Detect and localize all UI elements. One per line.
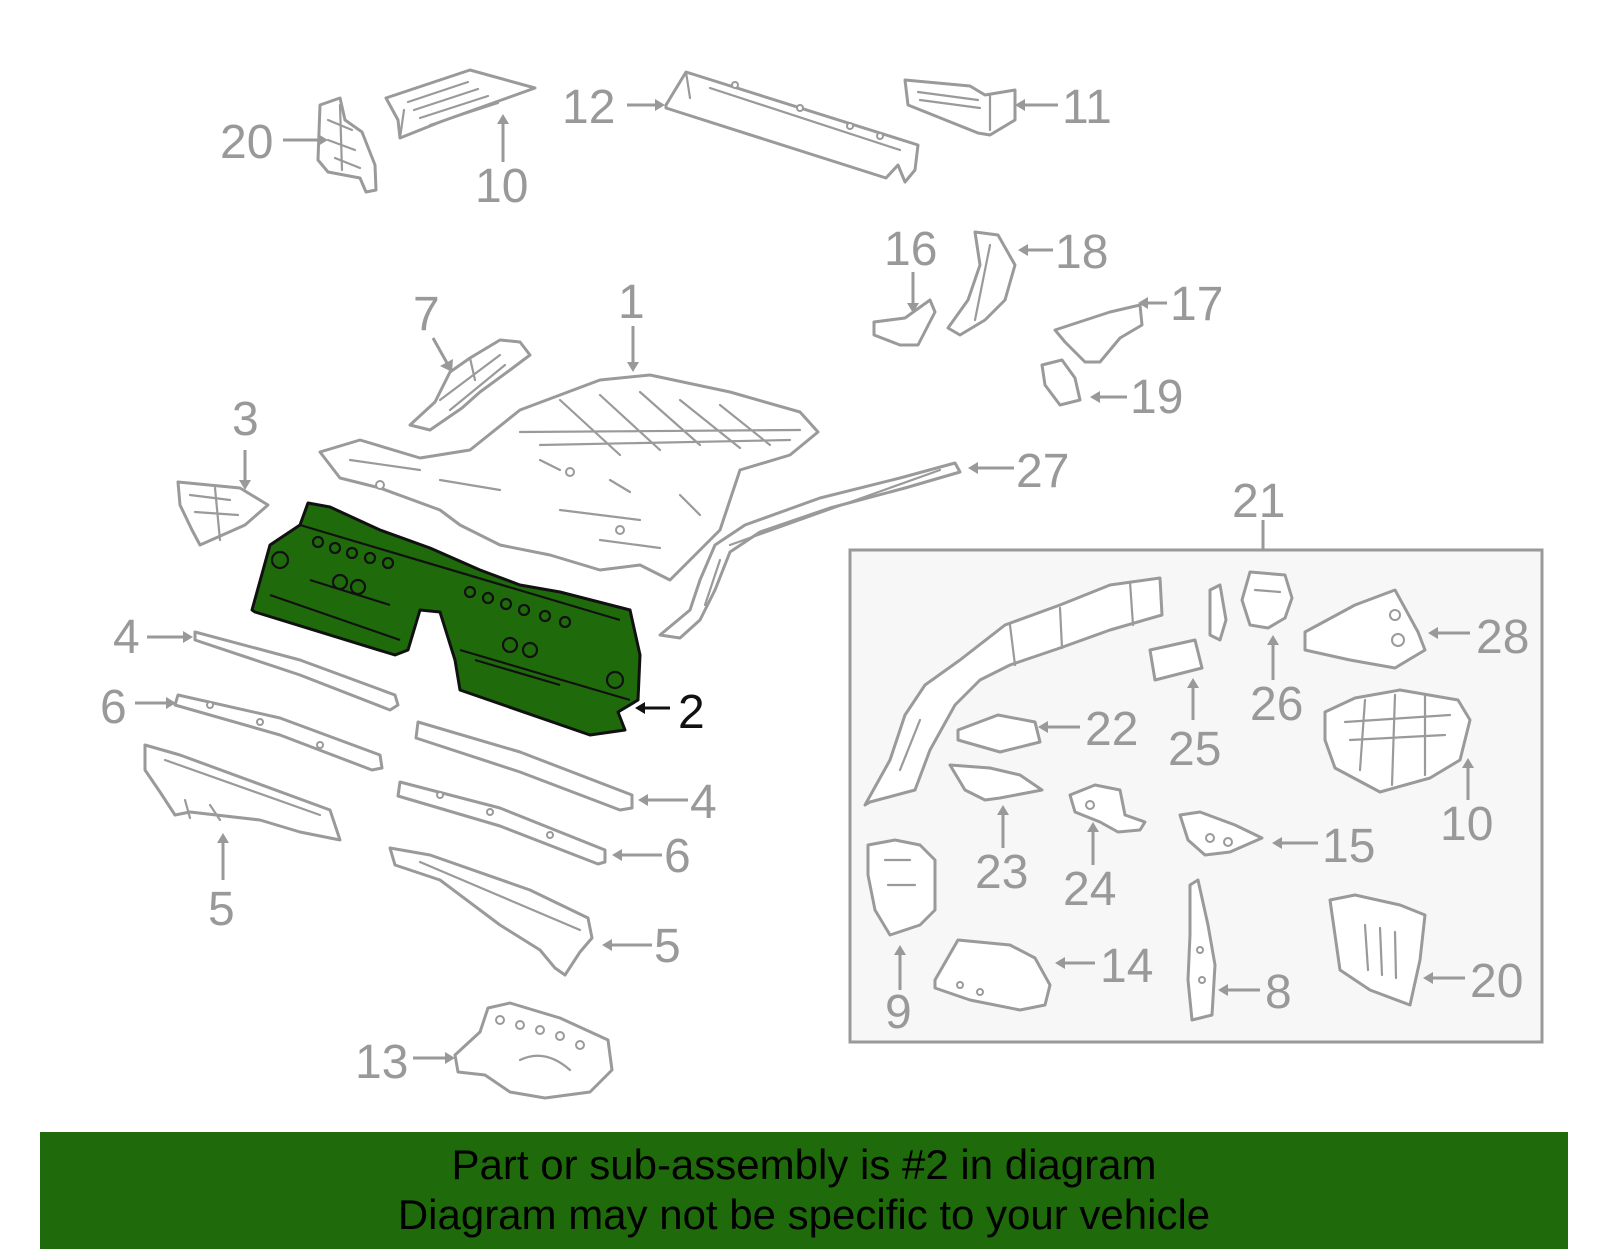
part-4-left-rail[interactable] bbox=[193, 630, 400, 712]
part-14-bracket[interactable] bbox=[933, 938, 1052, 1012]
part-7-bracket[interactable] bbox=[408, 338, 532, 432]
callout-3[interactable]: 3 bbox=[232, 393, 259, 446]
callout-13[interactable]: 13 bbox=[355, 1036, 408, 1089]
part-4-right-rail[interactable] bbox=[414, 720, 634, 812]
part-21-frame-rail[interactable] bbox=[863, 576, 1164, 807]
callout-23[interactable]: 23 bbox=[975, 846, 1028, 899]
part-12-crossbar[interactable] bbox=[664, 70, 920, 184]
part-24-bracket[interactable] bbox=[1068, 783, 1147, 834]
part-22-plate[interactable] bbox=[956, 713, 1042, 754]
part-16-bracket[interactable] bbox=[872, 298, 937, 347]
callout-14[interactable]: 14 bbox=[1100, 940, 1153, 993]
callout-11[interactable]: 11 bbox=[1062, 81, 1112, 134]
part-15-bracket[interactable] bbox=[1178, 810, 1264, 857]
part-8-panel[interactable] bbox=[1186, 878, 1217, 1022]
part-10-box-tray[interactable] bbox=[1323, 688, 1472, 794]
callout-6-left[interactable]: 6 bbox=[100, 681, 127, 734]
callout-16[interactable]: 16 bbox=[884, 223, 937, 276]
info-banner: Part or sub-assembly is #2 in diagram Di… bbox=[40, 1132, 1568, 1249]
callout-12[interactable]: 12 bbox=[562, 81, 615, 134]
part-small-strip[interactable] bbox=[1208, 583, 1228, 642]
callout-2[interactable]: 2 bbox=[678, 686, 705, 739]
callout-8[interactable]: 8 bbox=[1265, 966, 1292, 1019]
part-20-box-panel[interactable] bbox=[1328, 893, 1427, 1007]
callout-1[interactable]: 1 bbox=[618, 276, 645, 329]
banner-line-part: Part or sub-assembly is #2 in diagram bbox=[451, 1141, 1157, 1188]
part-6-right-rail[interactable] bbox=[396, 780, 607, 866]
part-13-bracket[interactable] bbox=[453, 1001, 614, 1100]
banner-line-disclaimer: Diagram may not be specific to your vehi… bbox=[397, 1191, 1211, 1238]
callout-5-left[interactable]: 5 bbox=[208, 883, 235, 936]
callout-4-left[interactable]: 4 bbox=[113, 611, 140, 664]
part-28-bracket[interactable] bbox=[1303, 588, 1427, 670]
callout-5-right[interactable]: 5 bbox=[654, 920, 681, 973]
callout-7[interactable]: 7 bbox=[413, 288, 440, 341]
callout-17[interactable]: 17 bbox=[1170, 278, 1223, 331]
callout-19[interactable]: 19 bbox=[1130, 371, 1183, 424]
callout-arrows bbox=[135, 99, 1474, 1064]
callout-4-right[interactable]: 4 bbox=[690, 776, 717, 829]
callout-labels: 20 10 12 11 7 1 16 18 17 19 3 27 21 2 4 … bbox=[100, 81, 1529, 1089]
callout-20-box[interactable]: 20 bbox=[1470, 955, 1523, 1008]
part-3-bracket[interactable] bbox=[176, 480, 270, 547]
part-23-bracket[interactable] bbox=[948, 763, 1044, 802]
callout-26[interactable]: 26 bbox=[1250, 678, 1303, 731]
part-6-left-rail[interactable] bbox=[173, 693, 384, 772]
callout-21[interactable]: 21 bbox=[1232, 475, 1285, 528]
part-25-bracket[interactable] bbox=[1148, 638, 1204, 682]
part-26-bracket[interactable] bbox=[1240, 570, 1294, 630]
callout-6-right[interactable]: 6 bbox=[664, 830, 691, 883]
part-5-left-rail[interactable] bbox=[143, 743, 342, 842]
callout-27[interactable]: 27 bbox=[1016, 445, 1069, 498]
part-5-right-rail[interactable] bbox=[388, 846, 594, 977]
part-9-panel[interactable] bbox=[866, 838, 937, 937]
part-10-top-tray[interactable] bbox=[384, 68, 537, 140]
parts-diagram: 20 10 12 11 7 1 16 18 17 19 3 27 21 2 4 … bbox=[100, 68, 1544, 1100]
callout-20-top[interactable]: 20 bbox=[220, 116, 273, 169]
part-19-bracket[interactable] bbox=[1040, 358, 1082, 407]
callout-15[interactable]: 15 bbox=[1322, 820, 1375, 873]
part-11-bracket[interactable] bbox=[903, 78, 1017, 137]
part-2-rear-panel[interactable] bbox=[250, 501, 642, 737]
callout-25[interactable]: 25 bbox=[1168, 723, 1221, 776]
part-1-floor-panel[interactable] bbox=[318, 373, 820, 582]
callout-9[interactable]: 9 bbox=[885, 986, 912, 1039]
callout-18[interactable]: 18 bbox=[1055, 226, 1108, 279]
callout-10-box[interactable]: 10 bbox=[1440, 798, 1493, 851]
callout-24[interactable]: 24 bbox=[1063, 863, 1116, 916]
callout-10-top[interactable]: 10 bbox=[475, 160, 528, 213]
part-17-bracket[interactable] bbox=[1053, 303, 1144, 364]
part-20-top-bracket[interactable] bbox=[316, 96, 378, 194]
callout-22[interactable]: 22 bbox=[1085, 703, 1138, 756]
callout-28[interactable]: 28 bbox=[1476, 611, 1529, 664]
part-18-pillar[interactable] bbox=[946, 230, 1017, 337]
part-27-rail[interactable] bbox=[658, 461, 962, 640]
